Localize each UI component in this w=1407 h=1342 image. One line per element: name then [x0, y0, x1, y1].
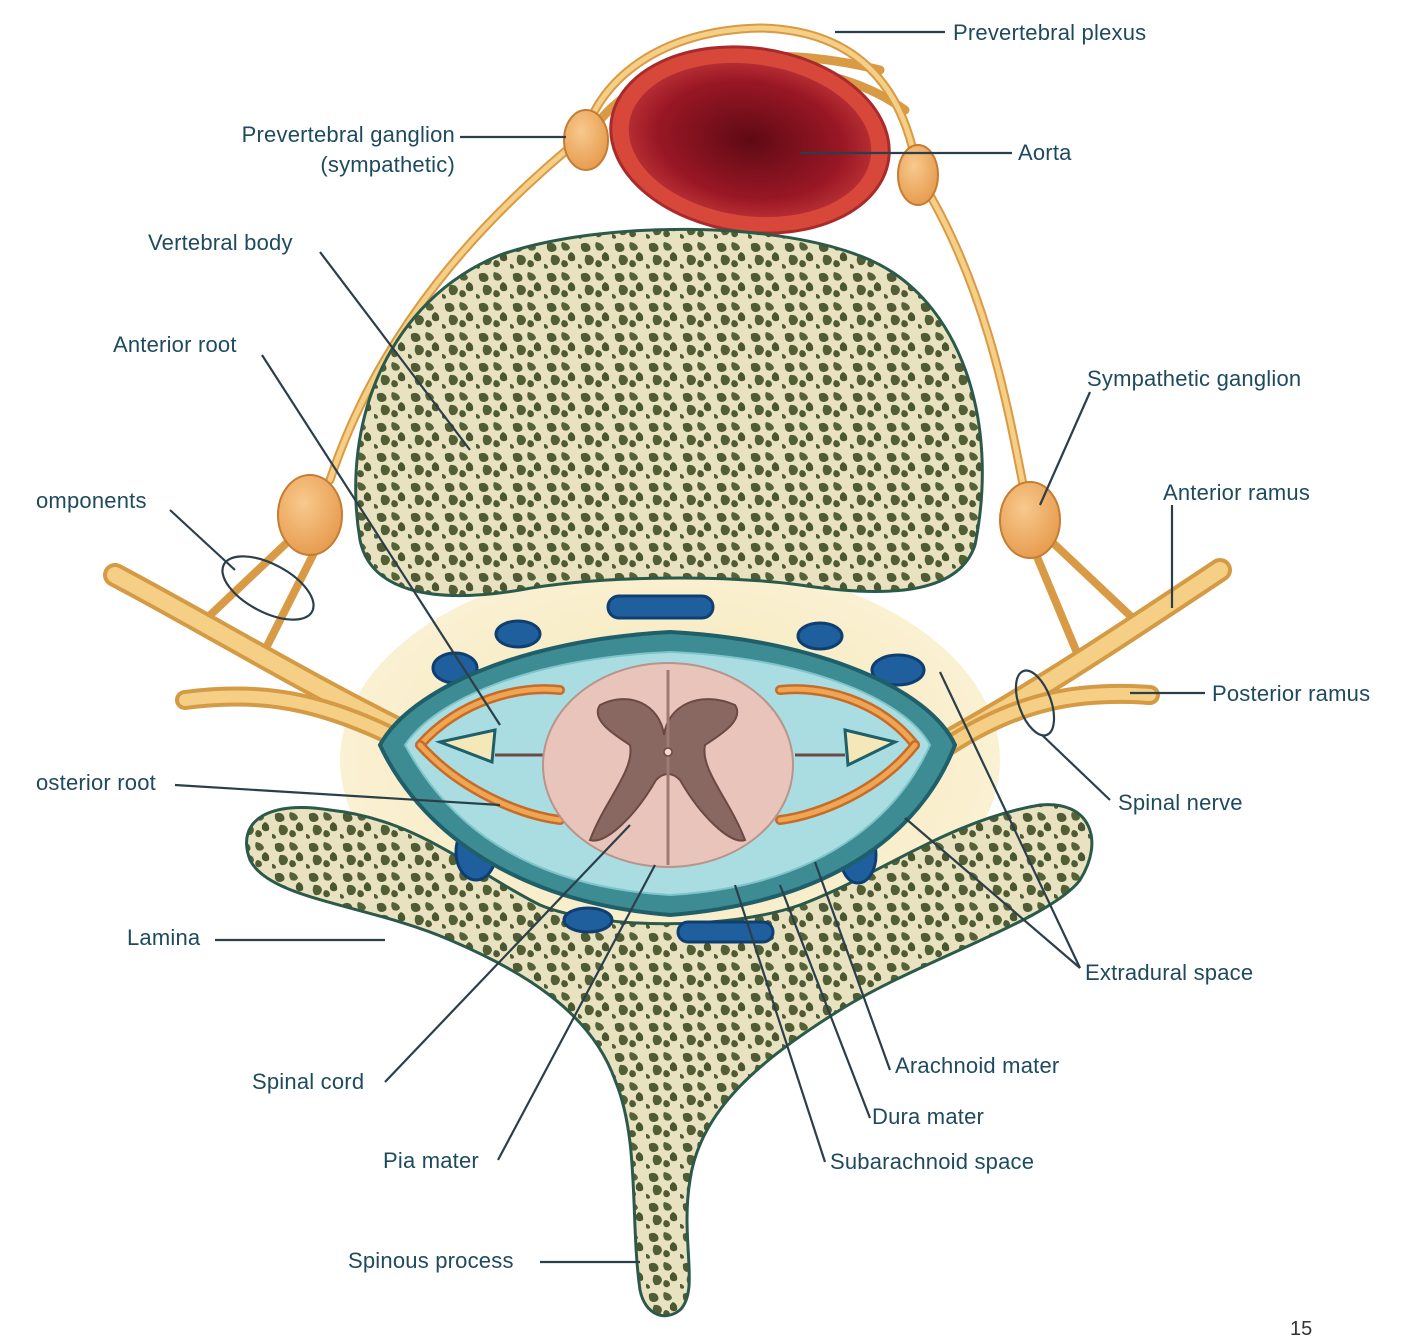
- components-oval: [221, 555, 315, 621]
- label-vertebral-body: Vertebral body: [148, 230, 293, 255]
- label-sympathetic-ganglion: Sympathetic ganglion: [1087, 366, 1302, 391]
- label-posterior-ramus: Posterior ramus: [1212, 681, 1371, 706]
- nerve-roots: [415, 684, 920, 825]
- leader-lines: [169, 30, 1205, 1264]
- label-pia-mater: Pia mater: [383, 1148, 479, 1173]
- right-plexus-ganglion-shape: [897, 144, 939, 206]
- page-number: 15: [1290, 1318, 1313, 1340]
- aorta-shape: [609, 45, 891, 235]
- label-lamina: Lamina: [127, 925, 201, 950]
- label-spinal-cord: Spinal cord: [252, 1069, 365, 1094]
- label-arachnoid-mater: Arachnoid mater: [895, 1053, 1060, 1078]
- label-spinous-process: Spinous process: [348, 1248, 514, 1273]
- central-canal: [663, 747, 673, 757]
- label-dura-mater: Dura mater: [872, 1104, 985, 1129]
- label-posterior-root: osterior root: [36, 770, 156, 795]
- right-denticulate-ligament: [843, 728, 900, 768]
- label-anterior-ramus: Anterior ramus: [1163, 480, 1311, 505]
- left-denticulate-ligament: [434, 728, 497, 765]
- vertebral-body-shape: [354, 227, 984, 598]
- spinal-nerves: [103, 558, 1232, 755]
- label-prevertebral-ganglion: Prevertebral ganglion: [241, 122, 455, 147]
- label-aorta: Aorta: [1018, 140, 1072, 165]
- label-prevertebral-ganglion-sub: (sympathetic): [320, 152, 455, 177]
- vertebral-arch-shape: [245, 803, 1094, 1318]
- label-subarachnoid-space: Subarachnoid space: [830, 1149, 1035, 1174]
- label-components: omponents: [36, 488, 147, 513]
- rami-communicantes: [201, 531, 1144, 664]
- label-anterior-root: Anterior root: [113, 332, 237, 357]
- label-spinal-nerve: Spinal nerve: [1118, 790, 1243, 815]
- right-sympathetic-ganglion-shape: [999, 481, 1061, 559]
- label-prevertebral-plexus: Prevertebral plexus: [953, 20, 1147, 45]
- left-sympathetic-ganglion-shape: [277, 474, 343, 556]
- spinal-nerve-oval: [1014, 669, 1056, 737]
- prevertebral-ganglion-shape: [563, 109, 609, 171]
- label-extradural-space: Extradural space: [1085, 960, 1254, 985]
- sympathetic-chain-inner: [327, 25, 1031, 513]
